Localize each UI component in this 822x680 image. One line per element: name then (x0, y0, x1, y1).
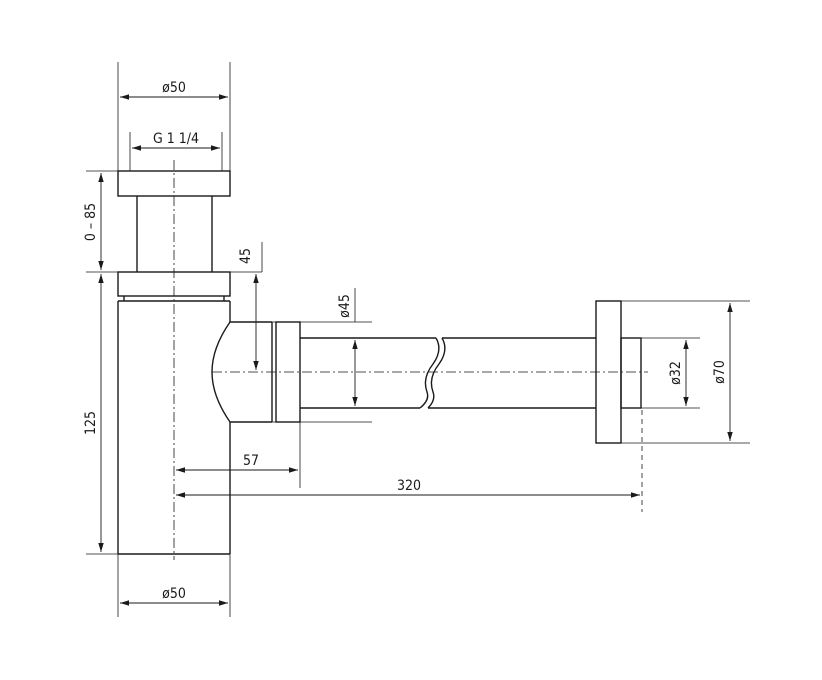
top-diameter-label: ø50 (162, 80, 186, 96)
dim-length: 320 (176, 478, 640, 498)
dim-bottom-diameter: ø50 (117, 554, 231, 617)
dim-rosette: ø70 (621, 300, 750, 444)
center-lines (173, 160, 648, 560)
offset-label: 57 (243, 453, 259, 469)
bottom-diameter-label: ø50 (162, 586, 186, 602)
body-height-label: 125 (83, 411, 99, 435)
dim-thread: G 1 1/4 (129, 131, 223, 171)
dim-top-diameter: ø50 (117, 62, 231, 171)
pipe-diameter-label: ø45 (337, 294, 353, 318)
length-label: 320 (397, 478, 421, 494)
dim-cap-height: 45 (230, 242, 263, 370)
rosette-label: ø70 (712, 360, 728, 384)
dim-offset: 57 (176, 422, 301, 488)
cap-height-label: 45 (238, 248, 254, 264)
dim-pipe-diameter: ø45 (300, 288, 372, 423)
dim-body-height: 125 (83, 274, 118, 555)
height-adjust-label: 0 – 85 (83, 203, 99, 241)
wall-pipe-label: ø32 (668, 361, 684, 385)
drain-pipe (300, 337, 596, 409)
thread-label: G 1 1/4 (153, 131, 199, 147)
dim-wall-pipe: ø32 (641, 337, 700, 409)
dim-height-adjust: 0 – 85 (83, 170, 118, 273)
siphon-body (117, 170, 301, 555)
